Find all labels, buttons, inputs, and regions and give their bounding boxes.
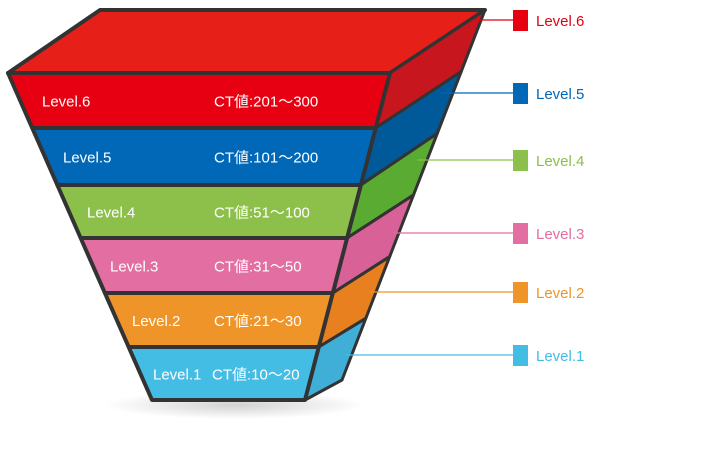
ct-range: CT値:31～50	[214, 259, 302, 276]
legend-item-level-2: Level.2	[369, 282, 584, 303]
level-name: Level.4	[87, 205, 135, 222]
legend-swatch	[513, 345, 528, 366]
ct-range: CT値:201～300	[214, 94, 318, 111]
level-name: Level.6	[42, 94, 90, 111]
legend-swatch	[513, 282, 528, 303]
ct-range: CT値:51～100	[214, 205, 310, 222]
legend-item-level-1: Level.1	[345, 345, 584, 366]
legend-swatch	[513, 150, 528, 171]
legend-label: Level.5	[536, 86, 584, 103]
legend-item-level-3: Level.3	[393, 223, 584, 244]
level-name: Level.1	[153, 367, 201, 384]
legend-label: Level.2	[536, 285, 584, 302]
ct-range: CT値:101～200	[214, 150, 318, 167]
funnel-level-1: Level.1 CT値:10～20	[126, 316, 368, 402]
level-name: Level.5	[63, 150, 111, 167]
legend-swatch	[513, 83, 528, 104]
funnel-level-6: Level.6 CT値:201～300	[6, 8, 487, 130]
level-name: Level.2	[132, 313, 180, 330]
legend-label: Level.6	[536, 13, 584, 30]
legend-label: Level.3	[536, 226, 584, 243]
legend-swatch	[513, 223, 528, 244]
legend-item-level-5: Level.5	[441, 83, 584, 104]
level-name: Level.3	[110, 259, 158, 276]
legend-item-level-6: Level.6	[473, 10, 584, 31]
legend-swatch	[513, 10, 528, 31]
funnel-front-face	[126, 345, 321, 402]
legend-label: Level.1	[536, 348, 584, 365]
ct-range: CT値:10～20	[212, 367, 300, 384]
ct-range: CT値:21～30	[214, 313, 302, 330]
legend-item-level-4: Level.4	[417, 150, 584, 171]
legend-label: Level.4	[536, 153, 584, 170]
